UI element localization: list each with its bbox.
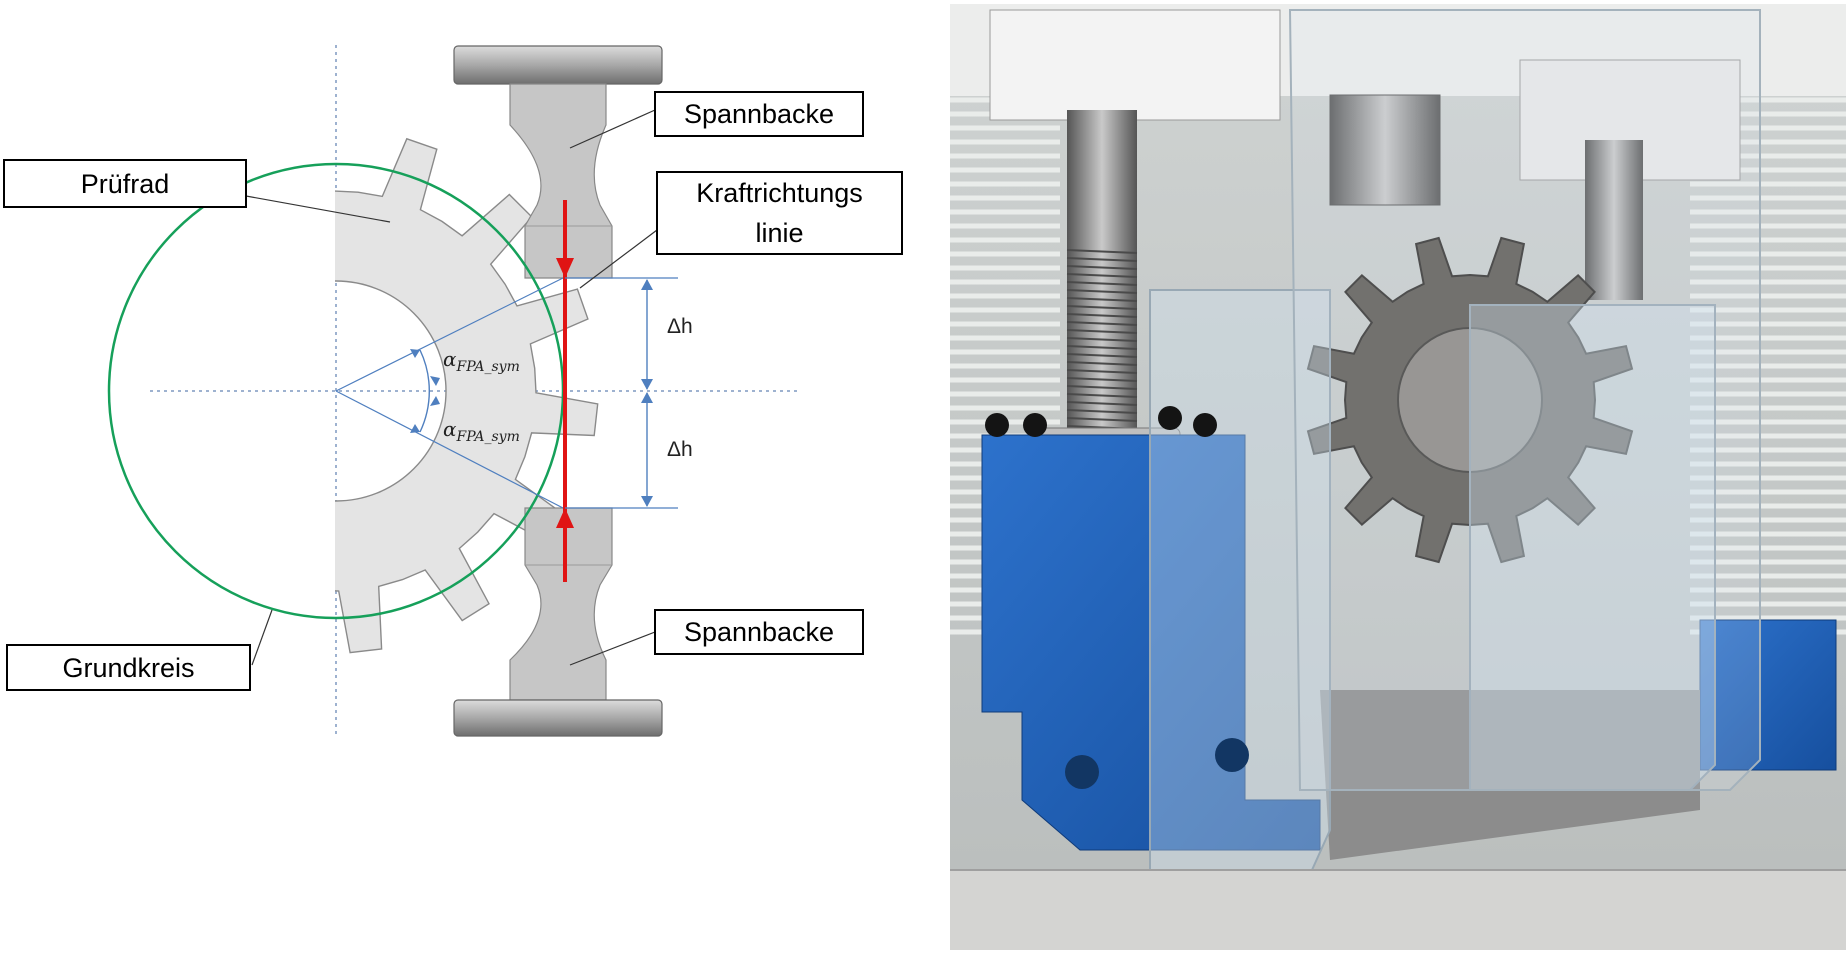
label-spannbacke-top-text: Spannbacke [683, 99, 835, 129]
leader-grundkreis [251, 609, 273, 666]
thread-line [1066, 401, 1138, 406]
angle-arrow-mid-top [430, 376, 440, 386]
thread-line [1066, 297, 1138, 302]
thread-line [1066, 289, 1138, 294]
label-spannbacke-bottom-text: Spannbacke [683, 617, 835, 647]
delta-h-label-bottom: Δh [667, 438, 693, 461]
thread-line [1066, 321, 1138, 326]
bottom-clamping-jaw [453, 507, 663, 737]
label-grundkreis-text: Grundkreis [62, 652, 195, 683]
thread-line [1066, 281, 1138, 286]
thread-line [1066, 273, 1138, 278]
label-kraftrichtung-line2: linie [755, 218, 804, 248]
angle-arrow-upper [410, 349, 420, 358]
thread-line [1066, 361, 1138, 366]
guard-panel-right [1469, 304, 1716, 791]
thread-line [1066, 409, 1138, 414]
label-spannbacke-top: Spannbacke [654, 91, 864, 137]
angle-line-lower [335, 390, 564, 509]
force-arrow-up [556, 508, 574, 528]
leader-spannbacke-top [569, 109, 656, 149]
label-pruefrad: Prüfrad [3, 159, 247, 208]
delta-h-label-top: Δh [667, 315, 693, 338]
thread-line [1066, 313, 1138, 318]
thread-line [1066, 417, 1138, 422]
angle-arrow-lower [410, 424, 420, 433]
label-kraftrichtungslinie: Kraftrichtungs linie [656, 171, 903, 255]
leader-pruefrad [245, 195, 391, 223]
label-pruefrad-text: Prüfrad [80, 168, 170, 199]
leader-spannbacke-bottom [569, 631, 656, 666]
label-grundkreis: Grundkreis [6, 644, 251, 691]
thread-line [1066, 329, 1138, 334]
top-clamping-jaw [453, 45, 663, 279]
label-spannbacke-bottom: Spannbacke [654, 609, 864, 655]
thread-line [1066, 265, 1138, 270]
thread-line [1066, 345, 1138, 350]
label-kraftrichtung-line1: Kraftrichtungs [696, 178, 863, 208]
thread-line [1066, 393, 1138, 398]
thread-line [1066, 257, 1138, 262]
schematic-diagram: αFPA_sym αFPA_sym Δh Δh [107, 45, 800, 737]
angle-label-lower: αFPA_sym [443, 417, 520, 445]
angle-arc [419, 349, 430, 433]
angle-arrow-mid-bottom [430, 396, 440, 406]
thread-line [1066, 385, 1138, 390]
thread-line [1066, 337, 1138, 342]
test-rig-photo [950, 4, 1846, 950]
angle-line-upper [335, 277, 564, 392]
thread-line [1066, 377, 1138, 382]
thread-line [1066, 369, 1138, 374]
angle-label-upper: αFPA_sym [443, 347, 520, 375]
leader-kraftrichtung [579, 229, 658, 289]
thread-line [1066, 249, 1138, 254]
guard-panel-left [1149, 289, 1331, 871]
thread-line [1066, 305, 1138, 310]
force-arrow-down [556, 258, 574, 278]
thread-line [1066, 353, 1138, 358]
guard-panel-top [1288, 9, 1761, 791]
